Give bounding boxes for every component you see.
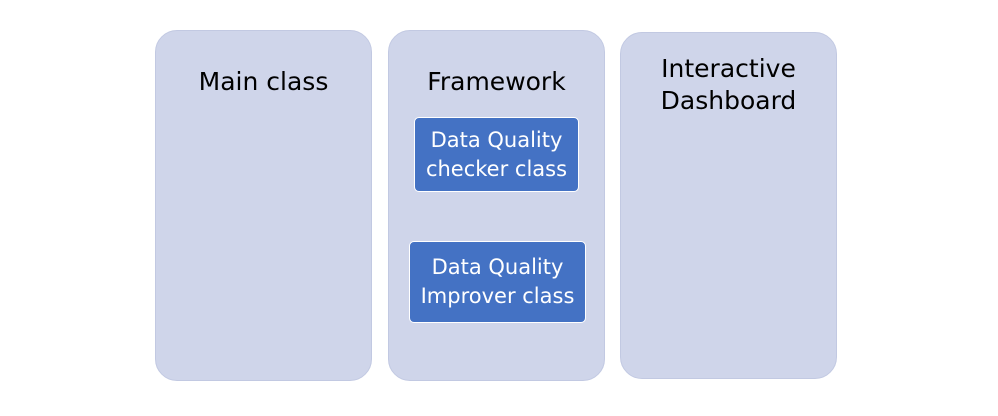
main-class-panel: Main class <box>155 30 372 381</box>
data-quality-checker-label: Data Quality checker class <box>425 127 568 181</box>
interactive-dashboard-panel: Interactive Dashboard <box>620 32 837 379</box>
data-quality-improver-box: Data Quality Improver class <box>409 241 586 323</box>
interactive-dashboard-title: Interactive Dashboard <box>660 54 797 115</box>
data-quality-improver-label: Data Quality Improver class <box>420 255 575 308</box>
main-class-title: Main class <box>198 67 329 96</box>
framework-panel: Framework Data Quality checker class Dat… <box>388 30 605 381</box>
data-quality-checker-box: Data Quality checker class <box>414 117 579 192</box>
framework-title: Framework <box>427 67 566 96</box>
